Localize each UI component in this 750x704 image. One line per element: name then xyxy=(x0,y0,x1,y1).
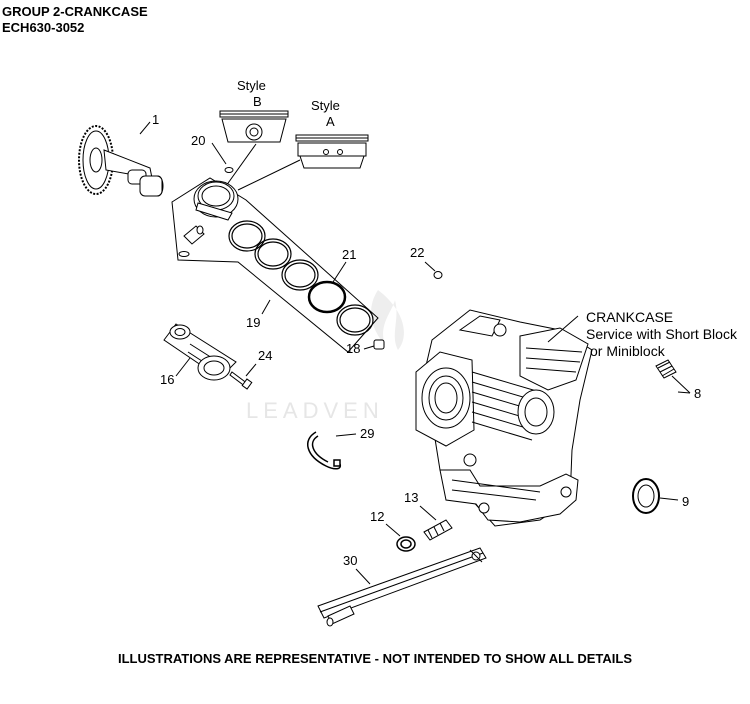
piston-ring[interactable] xyxy=(336,304,374,336)
crankcase-note-line1: CRANKCASE xyxy=(586,309,673,325)
dowel-pin[interactable] xyxy=(373,339,385,350)
hose-clamp-small[interactable] xyxy=(396,536,416,552)
diagram-title: GROUP 2-CRANKCASE xyxy=(2,4,148,19)
callout-1: 1 xyxy=(152,112,159,127)
threaded-plug[interactable] xyxy=(655,359,677,379)
style-a-word: Style xyxy=(311,98,340,113)
style-b-letter: B xyxy=(253,94,262,109)
callout-20: 20 xyxy=(191,133,205,148)
plug[interactable] xyxy=(433,271,443,279)
crankcase-note-line2: Service with Short Block xyxy=(586,326,738,342)
piston-pin-retainer-bottom[interactable] xyxy=(178,251,190,257)
tube-clip[interactable] xyxy=(469,549,483,563)
oil-seal[interactable] xyxy=(632,478,660,514)
hose-clamp[interactable] xyxy=(306,431,342,470)
model-number: ECH630-3052 xyxy=(2,20,85,35)
callout-16: 16 xyxy=(160,372,174,387)
piston-pin[interactable] xyxy=(183,225,205,245)
piston-style-b[interactable] xyxy=(219,110,289,143)
callout-12: 12 xyxy=(370,509,384,524)
watermark-text: LEADVEN xyxy=(246,398,384,423)
callout-18: 18 xyxy=(346,341,360,356)
piston-ring[interactable] xyxy=(281,259,319,291)
breather-tube[interactable] xyxy=(317,547,487,619)
footer-disclaimer: ILLUSTRATIONS ARE REPRESENTATIVE - NOT I… xyxy=(118,651,632,666)
callout-24: 24 xyxy=(258,348,272,363)
piston-ring-set-21[interactable] xyxy=(307,280,347,314)
tube-end-fitting[interactable] xyxy=(326,605,355,627)
watermark: LEADVEN xyxy=(246,290,404,423)
piston-pin-retainer-top[interactable] xyxy=(224,167,234,173)
crankcase-note-line3: or Miniblock xyxy=(590,343,666,359)
connecting-rod-bolt[interactable] xyxy=(229,371,253,390)
camshaft-gear[interactable] xyxy=(78,125,164,197)
style-b-word: Style xyxy=(237,78,266,93)
piston-ring[interactable] xyxy=(228,220,266,252)
piston-assembly[interactable] xyxy=(193,180,239,221)
crankcase[interactable] xyxy=(415,309,593,527)
piston-style-a[interactable] xyxy=(295,134,369,169)
callout-29: 29 xyxy=(360,426,374,441)
callout-19: 19 xyxy=(246,315,260,330)
callout-21: 21 xyxy=(342,247,356,262)
callout-9: 9 xyxy=(682,494,689,509)
style-a-letter: A xyxy=(326,114,335,129)
piston-ring[interactable] xyxy=(254,238,292,270)
callout-22: 22 xyxy=(410,245,424,260)
callout-13: 13 xyxy=(404,490,418,505)
callout-8: 8 xyxy=(694,386,701,401)
callout-30: 30 xyxy=(343,553,357,568)
breather-fitting[interactable] xyxy=(423,519,453,541)
connecting-rod[interactable] xyxy=(163,323,237,381)
